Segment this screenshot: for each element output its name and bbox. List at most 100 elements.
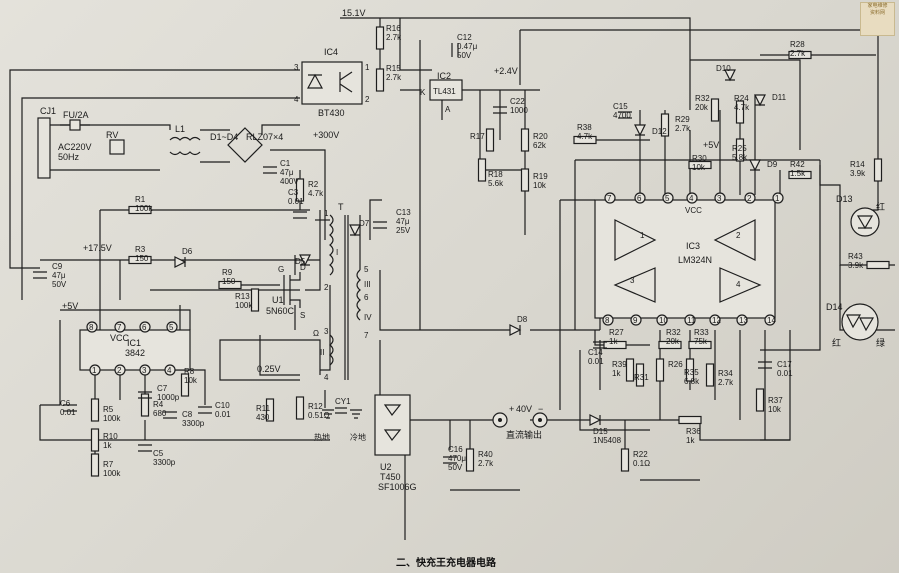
capacitor xyxy=(198,406,212,414)
resistor-ref: R9 xyxy=(222,268,233,277)
resistor xyxy=(625,358,635,382)
logo-line: 资料网 xyxy=(869,10,885,16)
resistor-value: 10k xyxy=(184,376,198,385)
resistor-ref: R16 xyxy=(386,24,401,33)
watermark-logo: 家电维修 资料网 xyxy=(860,2,895,36)
ic3-pin-number: 1 xyxy=(775,194,780,203)
resistor-ref: R28 xyxy=(790,40,805,49)
resistor xyxy=(218,280,242,290)
resistor-ref: R11 xyxy=(256,404,271,413)
capacitor-value: 0.47μ xyxy=(457,42,478,51)
resistor xyxy=(688,340,712,350)
ic3-pin xyxy=(744,192,756,204)
resistor-value: 6.8k xyxy=(684,377,700,386)
ic1-3842: 8 7 6 5 1 2 3 4 VCC IC1 3842 xyxy=(79,321,191,376)
capacitor-voltage: 50V xyxy=(448,463,463,472)
capacitor-value: 1000 xyxy=(510,106,528,115)
capacitor-value: 470μ xyxy=(448,454,466,463)
resistor xyxy=(688,160,712,170)
resistor-ref: R35 xyxy=(684,368,699,377)
winding-pin: 4 xyxy=(324,373,329,382)
ic1-pin: 1 xyxy=(92,366,97,375)
resistor-ref: R32 xyxy=(666,328,681,337)
capacitor-value: 0.01 xyxy=(215,410,231,419)
resistor-value: 20k xyxy=(695,103,709,112)
resistor-ref: R17 xyxy=(470,132,485,141)
capacitor-ref: C8 xyxy=(182,410,193,419)
ic3-pin xyxy=(686,192,698,204)
resistor-value: 100k xyxy=(103,469,121,478)
logo-line: 家电维修 xyxy=(867,3,888,9)
bridge-type: RLZ07×4 xyxy=(246,132,283,142)
ic2-pin-a: A xyxy=(445,105,451,114)
resistor xyxy=(90,398,100,422)
resistor-value: 2.7k xyxy=(718,378,734,387)
rail-labels: 15.1V +2.4V +300V +17.5V +5V +5V 0.25V xyxy=(62,8,719,374)
rectifier-u2: U2 T450 SF1006G xyxy=(374,394,417,492)
mosfet-gate: G xyxy=(278,265,284,274)
winding-number: I xyxy=(336,248,338,257)
resistor xyxy=(520,128,530,152)
capacitor-ref: C10 xyxy=(215,401,230,410)
diode xyxy=(724,69,736,82)
resistor xyxy=(788,50,812,60)
capacitor-ref: C12 xyxy=(457,33,472,42)
winding-pin: 3 xyxy=(324,327,329,336)
winding-number: IV xyxy=(364,313,372,322)
rail-15v: 15.1V xyxy=(342,8,366,18)
resistor-ref: R32 xyxy=(695,94,710,103)
resistor-ref: R29 xyxy=(675,115,690,124)
capacitor xyxy=(451,43,459,57)
capacitor-value: 0.01 xyxy=(588,357,604,366)
ic3-pin-number: 14 xyxy=(767,316,776,325)
ic3-pin xyxy=(634,192,646,204)
capacitor xyxy=(33,271,47,279)
diode xyxy=(299,254,311,267)
ic2-part: TL431 xyxy=(433,87,456,96)
resistor-value: 5.8k xyxy=(732,153,748,162)
diode xyxy=(754,94,766,107)
resistor-value: 1k xyxy=(686,436,695,445)
capacitor-ref: C22 xyxy=(510,97,525,106)
capacitor-value: 47μ xyxy=(52,271,66,280)
ic4-optocoupler: IC4 BT430 3 4 1 2 xyxy=(294,47,370,118)
input-section: CJ1 FU/2A AC220V 50Hz RV L1 D1~D4 RLZ07×… xyxy=(37,106,283,179)
capacitor-ref: C16 xyxy=(448,445,463,454)
ic4-ref: IC4 xyxy=(324,47,338,57)
cold-ground: 冷地 xyxy=(350,432,366,442)
ic1-vcc: VCC xyxy=(110,333,130,343)
resistor-value: 2.7k xyxy=(675,124,691,133)
led-color: 绿 xyxy=(876,337,885,348)
capacitor xyxy=(443,456,457,464)
resistor-ref: R25 xyxy=(732,144,747,153)
ic4-pin: 4 xyxy=(294,95,299,104)
diode xyxy=(509,324,522,336)
opamp-number: 4 xyxy=(736,280,741,289)
ic3-pin xyxy=(684,314,696,326)
ic1-pin: 6 xyxy=(142,323,147,332)
winding-pin: 2 xyxy=(324,283,329,292)
capacitor xyxy=(138,444,152,452)
winding-number: II xyxy=(320,348,324,357)
diode-ref: D8 xyxy=(517,315,528,324)
resistor-ref: R39 xyxy=(612,360,627,369)
resistor-value: 2.7k xyxy=(478,459,494,468)
ic1-pin: 4 xyxy=(167,366,172,375)
ic3-pin-number: 7 xyxy=(607,194,612,203)
capacitor xyxy=(618,111,632,119)
resistor-ref: R38 xyxy=(577,123,592,132)
resistor-value: 2.7k xyxy=(386,73,402,82)
resistor-ref: R8 xyxy=(184,367,195,376)
resistor xyxy=(375,26,385,50)
resistor-ref: R34 xyxy=(718,369,733,378)
resistor-value: 1k xyxy=(103,441,112,450)
varistor-ref: RV xyxy=(106,130,118,140)
components: R1100kR24.7kR3150R4680R5100kR7100kR810kR… xyxy=(33,24,890,478)
resistor-ref: R5 xyxy=(103,405,114,414)
resistor xyxy=(755,388,765,412)
ic2-ref: IC2 xyxy=(437,71,451,81)
resistor-value: 5.6k xyxy=(488,179,504,188)
resistor-ref: R37 xyxy=(768,396,783,405)
bridge-ref: D1~D4 xyxy=(210,132,238,142)
